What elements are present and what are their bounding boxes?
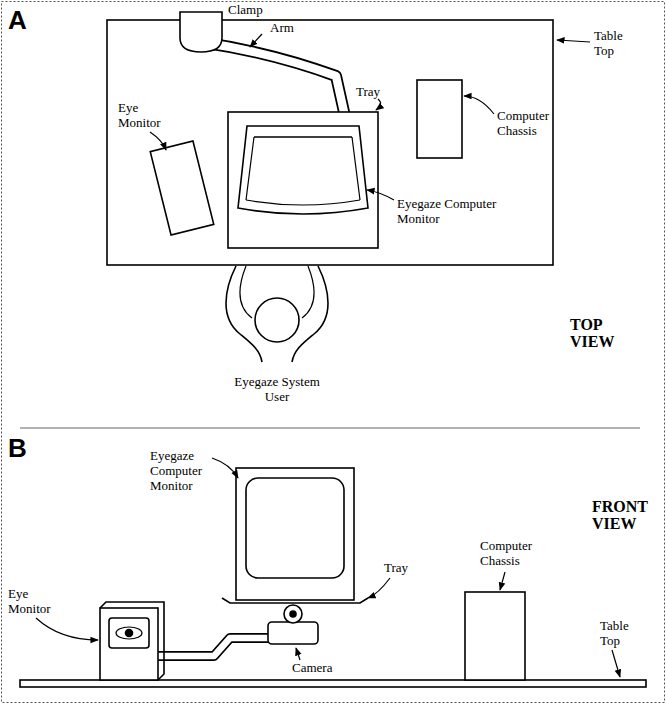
leader-line xyxy=(296,648,300,660)
monitor-edge xyxy=(246,137,360,200)
monitor-screen xyxy=(246,478,344,578)
eye-monitor xyxy=(150,141,213,235)
tray xyxy=(222,598,368,603)
panel-letter: B xyxy=(8,434,38,462)
eye-monitor xyxy=(100,608,158,680)
part-label: Camera xyxy=(292,660,352,675)
monitor-base xyxy=(246,200,360,205)
table-top xyxy=(20,680,646,687)
leader-line xyxy=(557,40,590,42)
leader-line xyxy=(212,458,238,478)
part-label: Eyegaze Computer Monitor xyxy=(397,196,509,226)
eye-monitor-screen xyxy=(109,618,149,648)
eye-pupil xyxy=(126,630,133,637)
part-label: Eye Monitor xyxy=(118,100,178,130)
camera-body xyxy=(268,622,318,644)
part-label: Tray xyxy=(384,560,424,575)
part-label: Clamp xyxy=(228,2,288,17)
eye-monitor-side xyxy=(100,602,164,680)
user-left-side xyxy=(226,266,262,362)
part-label: Eyegaze System User xyxy=(233,374,321,404)
leader-line xyxy=(500,572,505,590)
part-label: Eye Monitor xyxy=(8,586,63,616)
computer-chassis xyxy=(417,80,462,158)
clamp xyxy=(180,12,222,52)
top-view xyxy=(107,12,553,362)
leader-lines-b xyxy=(36,458,620,677)
part-label: Table Top xyxy=(600,618,646,648)
leader-lines-a xyxy=(150,34,590,200)
eye-symbol xyxy=(116,627,142,639)
camera-lens xyxy=(284,605,302,623)
leader-line xyxy=(36,618,98,640)
leader-line xyxy=(464,96,494,114)
table-top xyxy=(107,20,553,265)
leader-line xyxy=(250,34,262,47)
panel-divider xyxy=(20,428,640,429)
part-label: Arm xyxy=(270,20,310,35)
monitor-outline xyxy=(238,126,368,214)
tray xyxy=(228,112,378,248)
monitor-bezel xyxy=(254,136,352,138)
view-title: FRONT VIEW xyxy=(592,498,662,532)
arm-outline xyxy=(158,638,270,656)
user-arms xyxy=(240,266,314,318)
part-label: Computer Chassis xyxy=(497,108,567,138)
part-label: Eyegaze Computer Monitor xyxy=(150,448,212,493)
arm-fill xyxy=(158,638,270,656)
leader-line xyxy=(376,99,381,110)
part-label: Computer Chassis xyxy=(480,538,550,568)
user-head xyxy=(255,298,299,342)
monitor-case xyxy=(236,468,354,600)
leader-line xyxy=(367,190,394,200)
leader-line xyxy=(612,650,620,677)
arm-outline xyxy=(200,42,344,112)
leader-line xyxy=(368,578,390,598)
computer-chassis xyxy=(465,592,525,680)
front-view xyxy=(20,468,646,687)
view-title: TOP VIEW xyxy=(570,316,634,350)
panel-letter: A xyxy=(8,6,38,34)
part-label: Tray xyxy=(356,84,396,99)
leader-line xyxy=(150,132,166,150)
part-label: Table Top xyxy=(594,28,640,58)
camera-aperture xyxy=(290,611,296,617)
user-right-side xyxy=(292,266,328,362)
arm-fill xyxy=(200,42,344,112)
